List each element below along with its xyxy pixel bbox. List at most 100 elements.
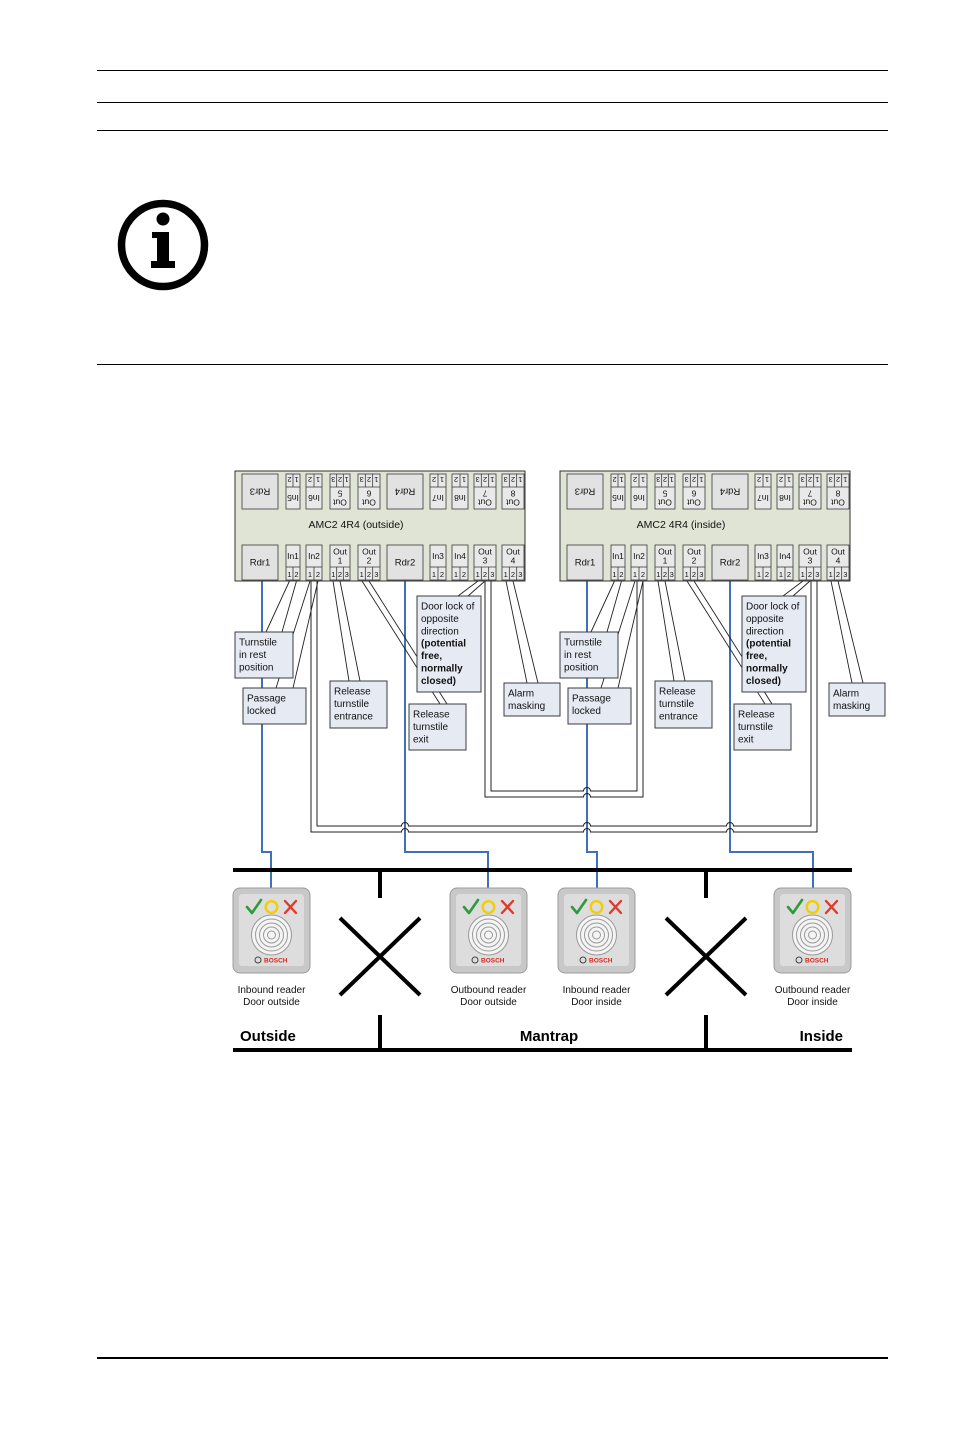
callout-text: in rest [564,650,591,661]
header-rule-middle [97,102,888,103]
terminal-box [501,544,525,581]
terminal-label: Out [506,497,520,507]
callout-box [741,595,807,693]
callout-text: Door lock of [421,602,475,613]
terminal-label: In2 [633,551,645,561]
terminal-box [566,544,604,581]
callout-connector [590,580,615,633]
controller-inside: AMC2 4R4 (inside)Rdr3In512In612Out5123Ou… [559,470,851,582]
terminal-label: 8 [510,488,515,498]
terminal-pin: 1 [462,475,466,484]
bus-layer [233,868,852,1052]
rfid-ring [808,930,817,940]
circle-icon [264,900,279,915]
terminal-pin: 3 [699,570,703,579]
terminal-box [798,473,822,510]
terminal-pin: 1 [432,570,436,579]
reader-label: Outbound reader [451,985,527,996]
terminal-pin: 2 [367,570,371,579]
callout-text: turnstile [334,699,369,710]
terminal-pin: 2 [454,475,458,484]
terminal-pin: 2 [367,475,371,484]
callout-box [416,595,482,693]
terminal-label: In5 [612,493,624,503]
callout-connector [512,580,539,684]
terminal-box [473,473,497,510]
terminal-box [357,544,381,581]
callout-text: masking [508,701,545,712]
callout-text-bold: (potential [421,639,466,650]
terminal-label: Out [831,497,845,507]
check-icon [570,898,588,915]
terminal-pin: 2 [779,475,783,484]
terminal-label: Out [658,497,672,507]
callout-connector [292,580,319,689]
check-icon [245,898,263,915]
terminal-pin: 3 [685,475,689,484]
callout-text: opposite [421,614,459,625]
circle-icon [589,900,604,915]
terminal-label: Out [362,497,376,507]
reader-label: Inbound reader [238,985,307,996]
callout-connector [782,580,804,597]
terminal-label: In1 [287,551,299,561]
terminal-pin: 2 [316,570,320,579]
callout-box [567,687,632,725]
terminal-pin: 1 [815,475,819,484]
connectors-layer [265,580,864,705]
reader-label: Door outside [460,997,517,1008]
terminal-box [654,473,676,510]
callout-box [408,703,467,751]
terminal-label: Rdr4 [720,485,741,496]
terminal-box [329,473,351,510]
rfid-icon [251,914,292,956]
terminal-rdr2: Rdr2 [386,544,424,581]
terminal-pin: 1 [308,570,312,579]
terminal-box [654,544,676,581]
reader-label: Door inside [787,997,838,1008]
callout-door-lock-opposite-direction: Door lock ofoppositedirection(potentialf… [741,595,807,693]
reader-cable [261,581,272,888]
callout-text-bold: normally [421,664,463,675]
terminal-rdr1: Rdr1 [241,544,279,581]
callout-connector [792,580,811,597]
terminal-pin: 1 [612,570,616,579]
terminal-pin: 2 [808,570,812,579]
rfid-icon [468,914,509,956]
controller-label: AMC2 4R4 (outside) [308,519,403,531]
terminal-label: Out [687,497,701,507]
terminal-label: Out [478,547,492,557]
terminal-box [826,473,850,510]
controllers-layer: AMC2 4R4 (outside)Rdr3In512In612Out5123O… [234,470,851,582]
terminal-pin: 1 [801,570,805,579]
callout-text: exit [413,734,429,745]
terminal-label: 4 [511,556,516,566]
terminal-label: 2 [367,556,372,566]
terminal-label: In4 [779,551,791,561]
circle-icon [481,900,496,915]
terminal-pin: 1 [294,475,298,484]
rfid-ring [484,930,493,940]
terminal-label: In6 [633,493,645,503]
terminal-pin: 3 [801,475,805,484]
wires-layer [261,581,814,888]
callout-box [234,631,294,679]
footer-rule [97,1357,888,1359]
terminal-pin: 2 [836,475,840,484]
terminal-pin: 1 [829,570,833,579]
terminal-label: In3 [757,551,769,561]
reader-1: BOSCH [232,887,311,974]
callout-box [828,682,886,717]
terminal-pin: 1 [287,570,291,579]
terminal-pin: 1 [518,475,522,484]
